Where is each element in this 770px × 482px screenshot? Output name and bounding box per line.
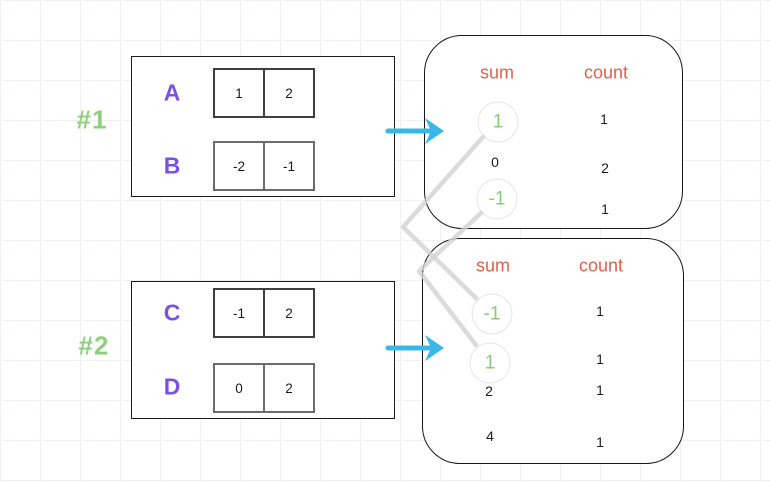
table-2-row-4-count: 1 <box>596 434 604 450</box>
array-d-cell-1: 2 <box>263 365 313 411</box>
array-b-cell-1: -1 <box>263 143 313 189</box>
array-b-cell-0: -2 <box>215 143 263 189</box>
array-a-cell-0: 1 <box>215 70 263 116</box>
table-2-row-2-sum: 1 <box>484 352 496 373</box>
table-2-count-header: count <box>578 255 624 276</box>
highlight-circle: 1 <box>469 342 511 384</box>
table-2-row-1-sum: -1 <box>483 303 501 324</box>
table-1-row-1-sum: 1 <box>492 111 504 132</box>
example-2-tag: #2 <box>78 330 110 361</box>
table-1-row-2-sum: 0 <box>491 154 499 170</box>
sum-count-table-1: sum count 1 1 0 2 -1 1 <box>424 35 683 229</box>
array-d-cells: 0 2 <box>213 363 315 413</box>
highlight-circle: 1 <box>477 101 519 143</box>
table-1-count-header: count <box>583 62 629 83</box>
example-1-tag: #1 <box>76 104 108 135</box>
table-2-row-1-count: 1 <box>596 303 604 319</box>
array-c-cell-1: 2 <box>263 290 313 336</box>
array-b-cells: -2 -1 <box>213 141 315 191</box>
table-1-sum-header: sum <box>479 62 515 83</box>
array-a-cell-1: 2 <box>263 70 313 116</box>
table-2-sum-header: sum <box>475 255 511 276</box>
table-1-row-1-count: 1 <box>600 111 608 127</box>
table-1-row-3-sum: -1 <box>488 188 506 209</box>
table-1-row-2-count: 2 <box>601 160 609 176</box>
table-2-row-2-count: 1 <box>596 351 604 367</box>
array-a-label: A <box>163 79 181 106</box>
array-d-label: D <box>163 373 181 400</box>
sum-count-table-2: sum count -1 1 1 1 2 1 4 1 <box>422 238 684 464</box>
array-b-label: B <box>163 152 181 179</box>
array-c-cells: -1 2 <box>213 288 315 338</box>
array-c-cell-0: -1 <box>215 290 263 336</box>
table-2-row-4-sum: 4 <box>486 428 494 444</box>
table-1-row-3-count: 1 <box>601 201 609 217</box>
array-c-label: C <box>163 299 181 326</box>
highlight-circle: -1 <box>471 293 513 335</box>
array-a-cells: 1 2 <box>213 68 315 118</box>
highlight-circle: -1 <box>476 178 518 220</box>
array-d-cell-0: 0 <box>215 365 263 411</box>
table-2-row-3-count: 1 <box>596 382 604 398</box>
table-2-row-3-sum: 2 <box>485 383 493 399</box>
